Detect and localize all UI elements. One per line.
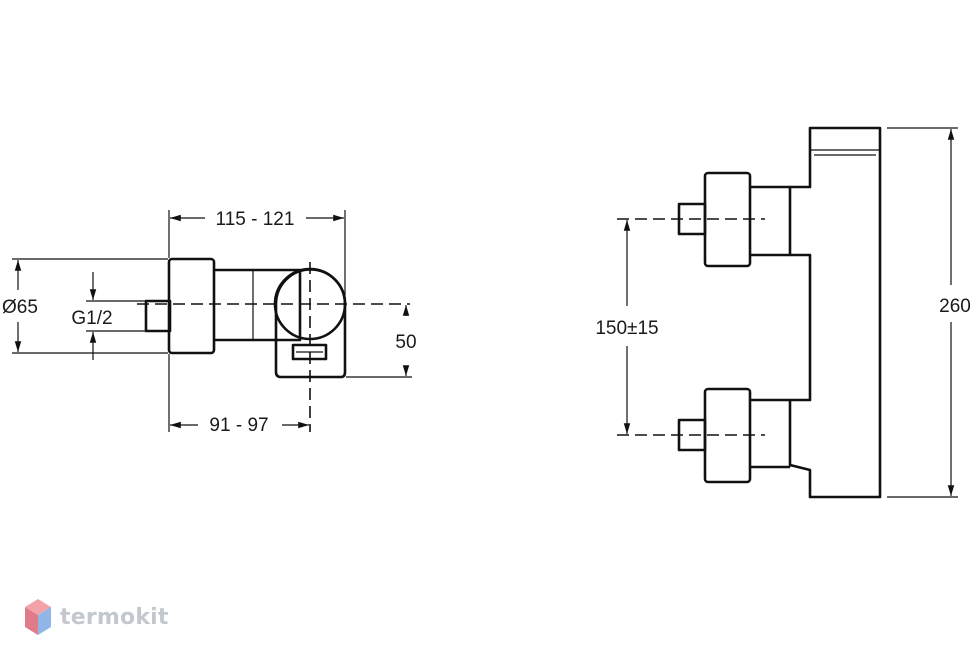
dim-thread-label: G1/2 bbox=[71, 308, 112, 329]
termokit-logo-icon bbox=[25, 599, 51, 635]
dim-depth-label: 91 - 97 bbox=[209, 415, 268, 436]
main-body bbox=[788, 126, 882, 499]
connector-body bbox=[214, 268, 302, 342]
dim-width-label: 115 - 121 bbox=[216, 209, 295, 230]
watermark-brand-text: termokit bbox=[60, 604, 169, 630]
dim-diameter-label: Ø65 bbox=[2, 297, 38, 318]
front-view: 150±15 260 bbox=[595, 126, 971, 499]
logo-right-face bbox=[38, 607, 51, 635]
dim-spacing-label: 150±15 bbox=[595, 318, 658, 339]
termokit-watermark: termokit bbox=[24, 598, 169, 636]
dim-height-label: 260 bbox=[939, 296, 971, 317]
side-view: 115 - 121 Ø65 G1/2 50 91 - 97 bbox=[2, 209, 417, 436]
wall-nut bbox=[167, 257, 216, 355]
logo-left-face bbox=[25, 607, 38, 635]
inlet-stub bbox=[144, 299, 172, 333]
dim-offset-label: 50 bbox=[395, 332, 416, 353]
